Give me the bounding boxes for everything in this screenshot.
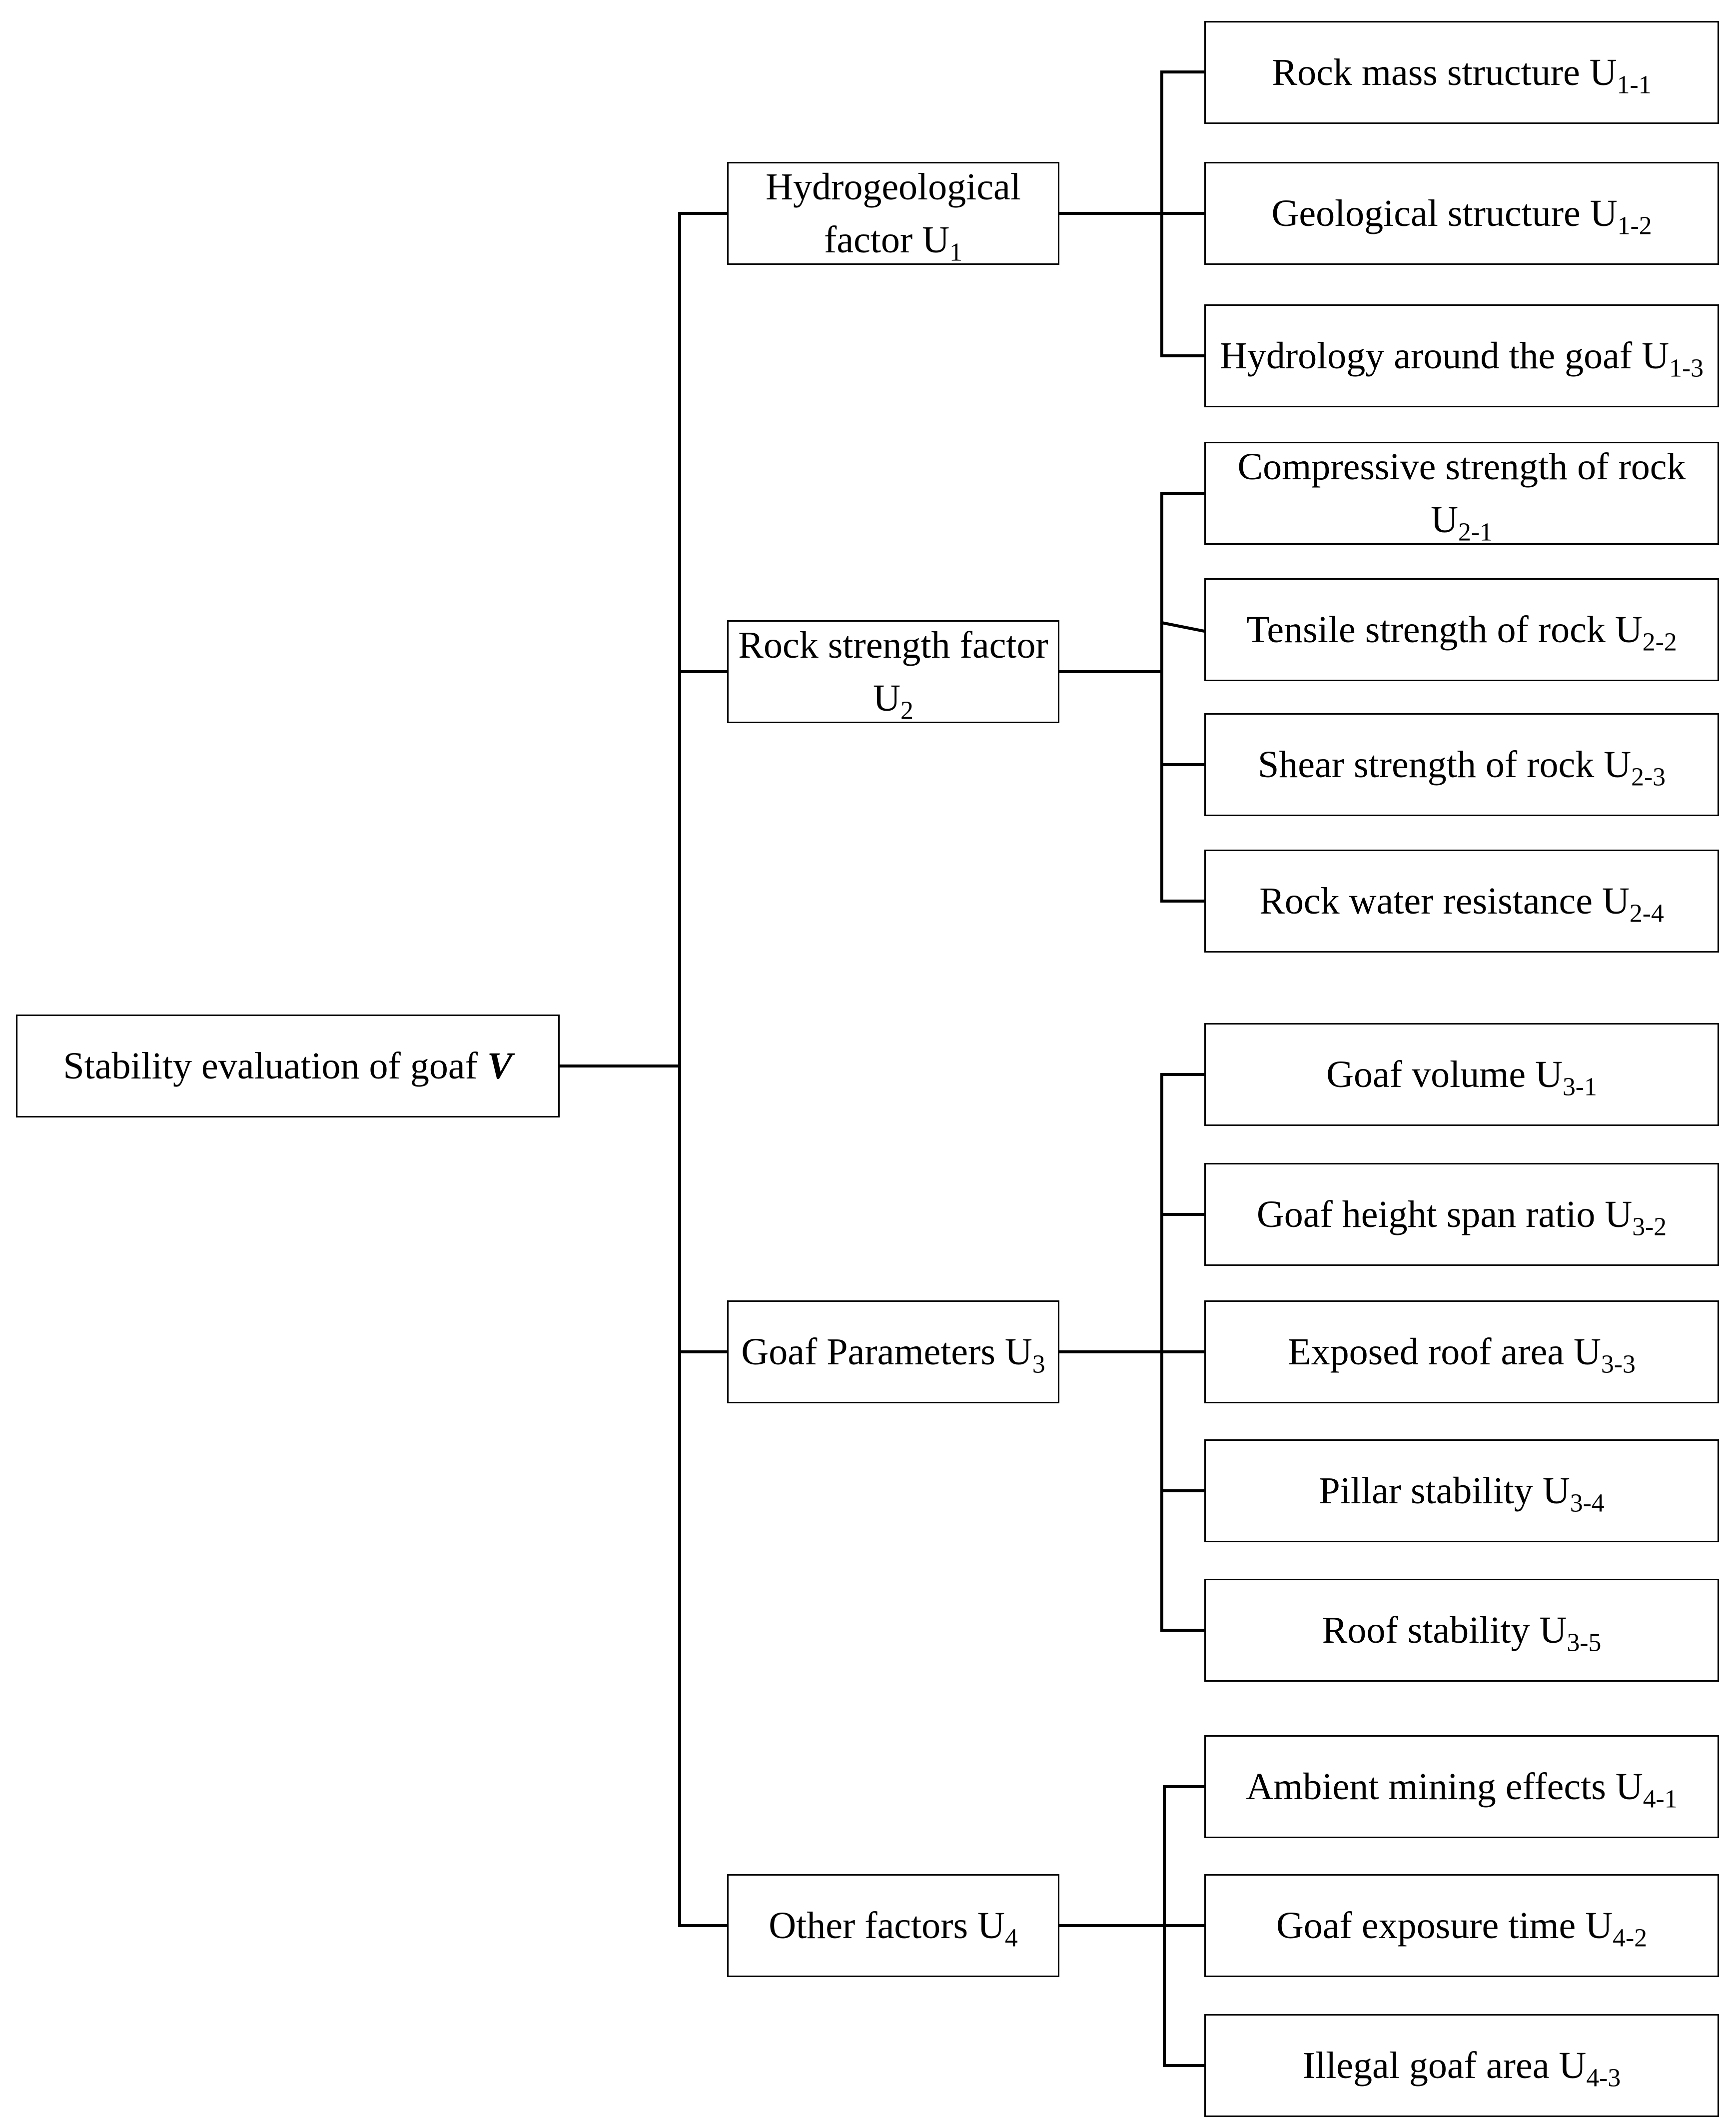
- subfactor-node-u3-2: Goaf height span ratio U3-2: [1204, 1163, 1719, 1266]
- subfactor-node-u3-4: Pillar stability U3-4: [1204, 1439, 1719, 1542]
- factor-node-u1: Hydrogeological factor U1: [727, 162, 1059, 265]
- subfactor-node-u2-3: Shear strength of rock U2-3: [1204, 713, 1719, 816]
- subfactor-node-u1-3: Hydrology around the goaf U1-3: [1204, 304, 1719, 407]
- factor-node-u4: Other factors U4: [727, 1874, 1059, 1977]
- factor-node-u2: Rock strength factor U2: [727, 620, 1059, 724]
- subfactor-node-u1-1: Rock mass structure U1-1: [1204, 21, 1719, 124]
- subfactor-node-u2-4: Rock water resistance U2-4: [1204, 850, 1719, 953]
- subfactor-node-u3-3: Exposed roof area U3-3: [1204, 1300, 1719, 1403]
- subfactor-node-u1-2: Geological structure U1-2: [1204, 162, 1719, 265]
- factor-node-u3: Goaf Parameters U3: [727, 1300, 1059, 1403]
- root-label: Stability evaluation of goaf: [63, 1045, 487, 1087]
- subfactor-node-u3-1: Goaf volume U3-1: [1204, 1023, 1719, 1126]
- subfactor-node-u2-2: Tensile strength of rock U2-2: [1204, 578, 1719, 681]
- subfactor-node-u2-1: Compressive strength of rock U2-1: [1204, 442, 1719, 545]
- root-variable: V: [487, 1045, 513, 1087]
- subfactor-node-u3-5: Roof stability U3-5: [1204, 1579, 1719, 1682]
- subfactor-node-u4-1: Ambient mining effects U4-1: [1204, 1735, 1719, 1838]
- subfactor-node-u4-3: Illegal goaf area U4-3: [1204, 2014, 1719, 2117]
- subfactor-node-u4-2: Goaf exposure time U4-2: [1204, 1874, 1719, 1977]
- root-node: Stability evaluation of goaf V: [16, 1015, 560, 1117]
